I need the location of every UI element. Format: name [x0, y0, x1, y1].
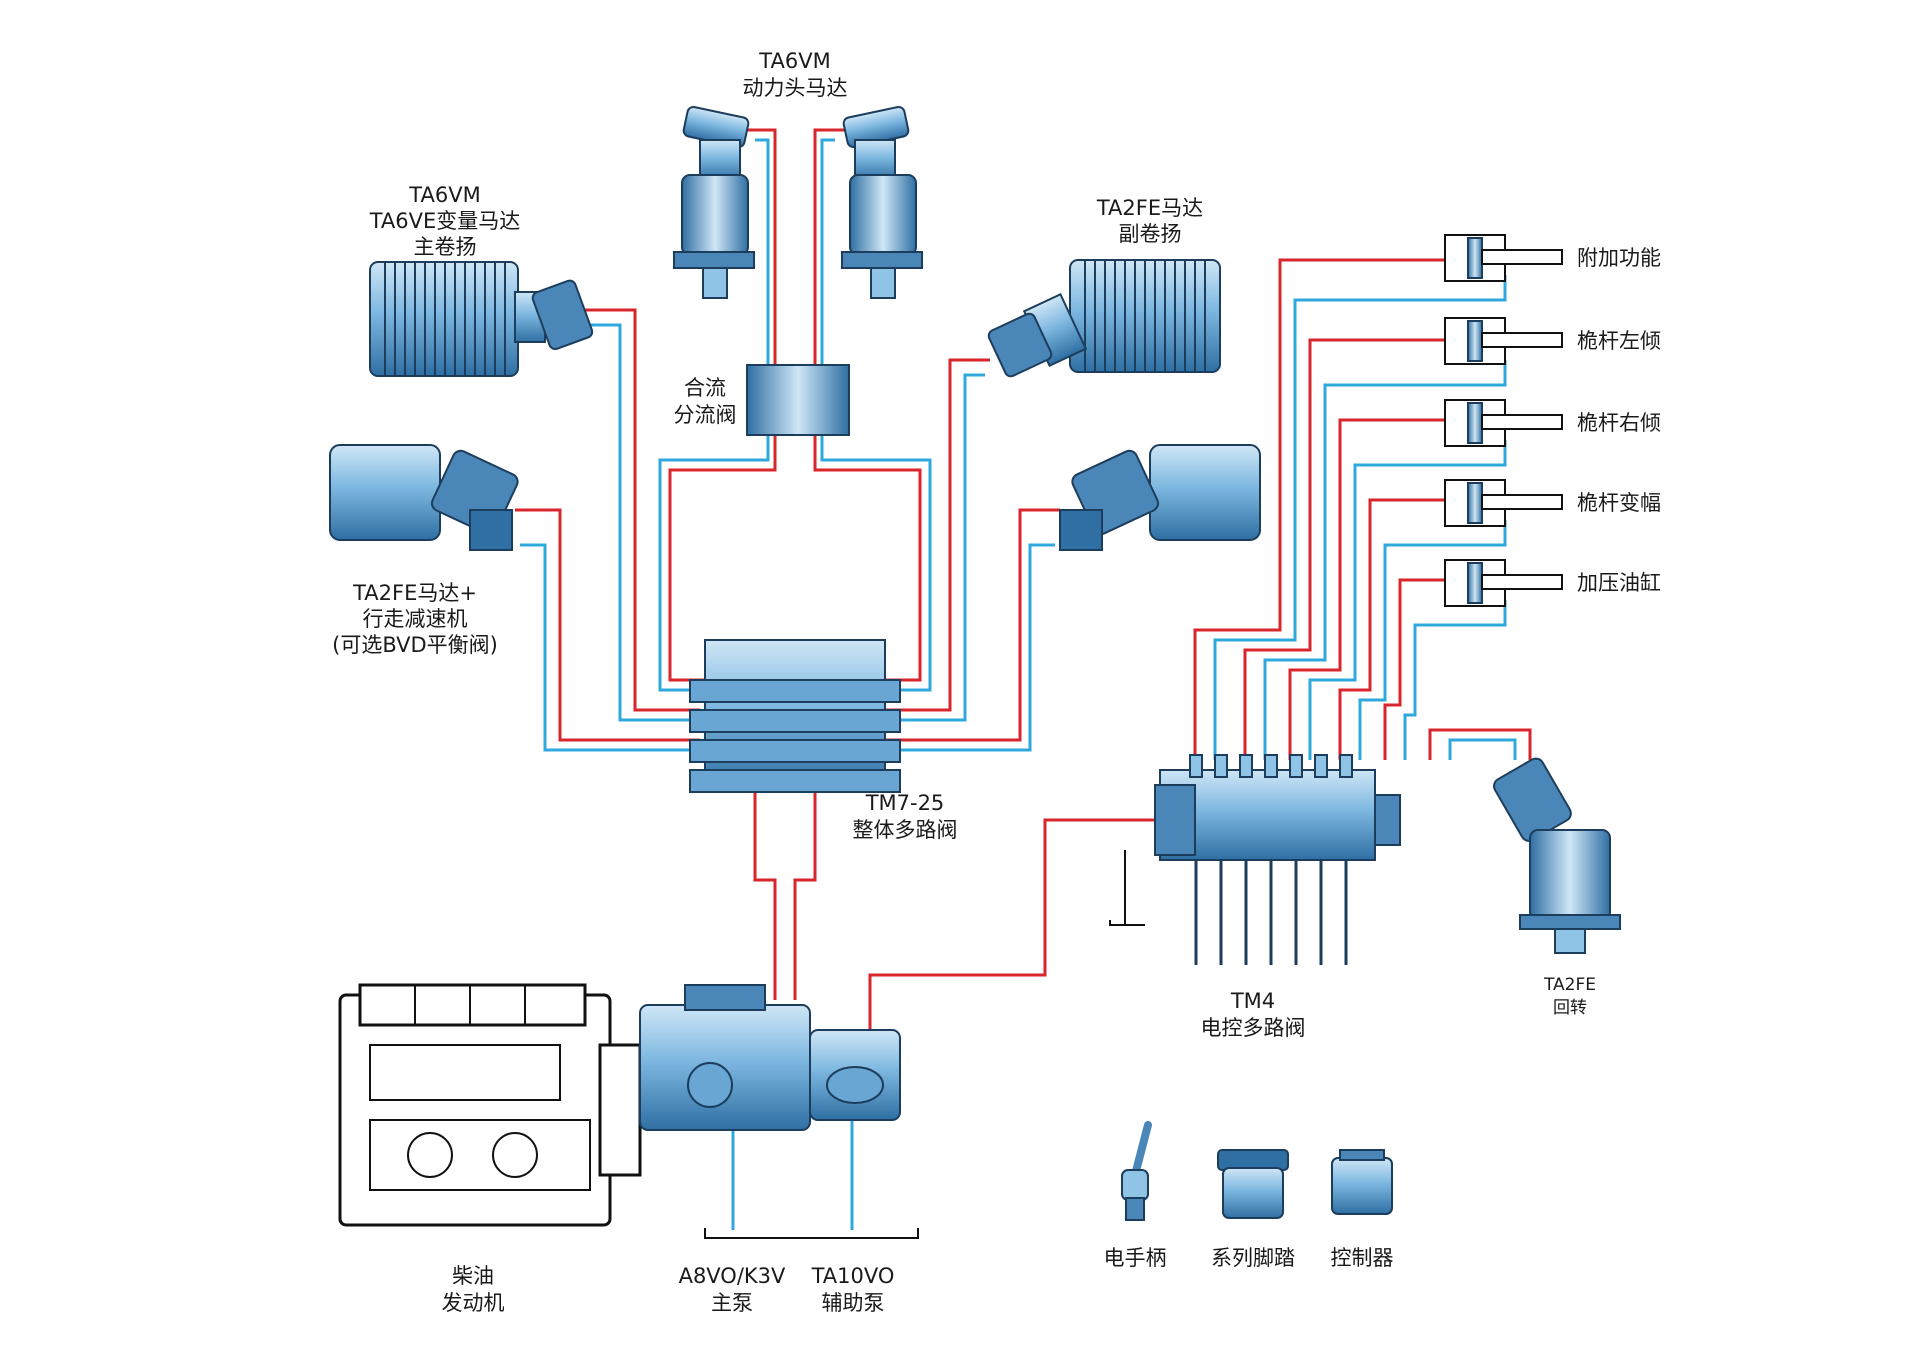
label-slew-2: 回转 — [1553, 998, 1587, 1018]
label-cylinder-1: 附加功能 — [1577, 246, 1661, 270]
aux-pump — [809, 1029, 901, 1121]
diesel-engine — [338, 983, 642, 1227]
label-aux-pump-2: 辅助泵 — [822, 1291, 885, 1315]
label-tm7-2: 整体多路阀 — [853, 818, 958, 842]
cylinder-lines — [1193, 258, 1532, 760]
tm4-electric-valve — [1154, 754, 1401, 965]
label-combine-valve-2: 分流阀 — [674, 403, 737, 427]
label-power-head-2: 动力头马达 — [743, 76, 848, 100]
label-travel-motor-1: TA2FE马达+ — [352, 581, 477, 605]
label-cylinder-4: 桅杆变幅 — [1577, 491, 1661, 515]
label-joystick: 电手柄 — [1104, 1246, 1167, 1270]
label-main-pump-2: 主泵 — [711, 1291, 753, 1315]
label-slew-1: TA2FE — [1543, 975, 1596, 995]
label-engine-2: 发动机 — [442, 1291, 505, 1315]
label-tm4-2: 电控多路阀 — [1201, 1016, 1306, 1040]
label-travel-motor-2: 行走减速机 — [363, 607, 468, 631]
slew-motor — [1493, 757, 1621, 954]
main-winch — [369, 261, 594, 377]
label-main-winch-3: 主卷扬 — [414, 235, 477, 259]
labels: TA6VM 动力头马达 TA6VM TA6VE变量马达 主卷扬 TA2FE马达 … — [332, 49, 1596, 1315]
label-power-head-1: TA6VM — [758, 49, 830, 73]
foot-pedal-icon — [1217, 1149, 1289, 1219]
label-aux-pump-1: TA10VO — [811, 1264, 895, 1288]
label-main-winch-2: TA6VE变量马达 — [369, 209, 521, 233]
cylinder-4 — [1444, 479, 1563, 527]
label-travel-motor-3: (可选BVD平衡阀) — [332, 633, 498, 657]
cylinder-2 — [1444, 317, 1563, 365]
label-tm4-1: TM4 — [1230, 989, 1275, 1013]
hydraulic-lines — [515, 128, 1532, 1239]
controller-icon — [1331, 1149, 1393, 1215]
aux-winch — [987, 259, 1221, 378]
label-controller: 控制器 — [1331, 1246, 1394, 1270]
cylinder-1 — [1444, 234, 1563, 282]
label-combine-valve-1: 合流 — [684, 376, 726, 400]
main-pump — [639, 984, 811, 1131]
label-aux-winch-2: 副卷扬 — [1119, 222, 1182, 246]
cylinder-3 — [1444, 399, 1563, 447]
joystick-icon — [1121, 1121, 1152, 1221]
label-foot-pedal: 系列脚踏 — [1211, 1246, 1295, 1270]
label-aux-winch-1: TA2FE马达 — [1096, 196, 1203, 220]
cylinder-labels: 附加功能 桅杆左倾 桅杆右倾 桅杆变幅 加压油缸 — [1577, 246, 1661, 595]
label-main-pump-1: A8VO/K3V — [679, 1264, 786, 1288]
combine-valve — [746, 364, 850, 436]
label-cylinder-3: 桅杆右倾 — [1577, 411, 1661, 435]
label-cylinder-2: 桅杆左倾 — [1577, 329, 1661, 353]
cylinder-5 — [1444, 559, 1563, 607]
power-head-motor-left — [673, 105, 755, 299]
label-main-winch-1: TA6VM — [408, 183, 480, 207]
label-cylinder-5: 加压油缸 — [1577, 571, 1661, 595]
power-head-motor-right — [841, 105, 923, 299]
tm7-multiway-valve — [689, 639, 901, 793]
label-tm7-1: TM7-25 — [865, 791, 945, 815]
travel-motor-left — [329, 444, 519, 551]
label-engine-1: 柴油 — [452, 1264, 494, 1288]
travel-motor-right — [1059, 444, 1261, 551]
